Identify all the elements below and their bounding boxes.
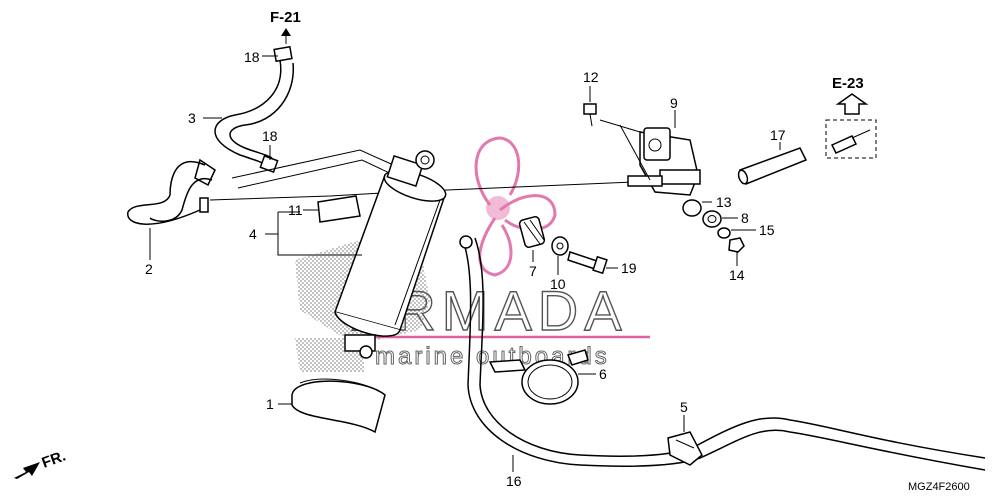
bolt-19 [567,251,608,275]
callout-7: 7 [529,263,537,279]
hose-3 [214,45,294,173]
washer-15 [717,227,731,239]
callout-5: 5 [680,399,688,415]
arrow-e23 [835,93,869,115]
collar-8 [702,210,722,228]
callout-4: 4 [249,226,257,242]
callout-19: 19 [621,260,637,276]
valve-bracket-line [599,119,651,181]
ref-e23: E-23 [832,75,864,92]
washer-10 [551,236,569,256]
ref-fr: FR. [40,448,69,472]
nut-14 [728,237,745,253]
front-arrow [14,462,40,479]
clip-5 [667,431,703,466]
valve-9 [627,127,701,196]
canister-4 [334,150,447,359]
callout-11: 11 [288,202,303,218]
callout-16: 16 [506,473,522,489]
callout-14: 14 [729,267,745,283]
callout-8: 8 [741,210,749,226]
band-1 [291,378,386,434]
callout-15: 15 [759,222,775,238]
callout-18a: 18 [244,49,260,65]
callout-13: 13 [716,194,732,210]
callout-1: 1 [266,396,274,412]
callout-12: 12 [583,69,599,85]
label-11 [317,195,361,223]
clamp-6 [488,349,589,405]
watermark-logo [474,136,557,277]
arrow-f21-head [281,28,291,36]
bracket-4 [265,211,362,256]
callout-17: 17 [770,127,786,143]
hose-16 [459,235,986,471]
hose-2 [127,158,216,225]
grommet-7 [518,216,546,248]
diagram-code: MGZ4F2600 [908,481,970,493]
connector-e23 [825,119,877,159]
bolt-12 [583,103,597,127]
ref-f21: F-21 [270,9,301,26]
hose-17 [737,147,808,185]
callout-6: 6 [599,366,607,382]
callout-2: 2 [145,261,153,277]
callout-18b: 18 [262,128,278,144]
callout-3: 3 [188,110,196,126]
callout-10: 10 [550,276,566,292]
grommet-13 [682,199,702,217]
callout-9: 9 [670,95,678,111]
